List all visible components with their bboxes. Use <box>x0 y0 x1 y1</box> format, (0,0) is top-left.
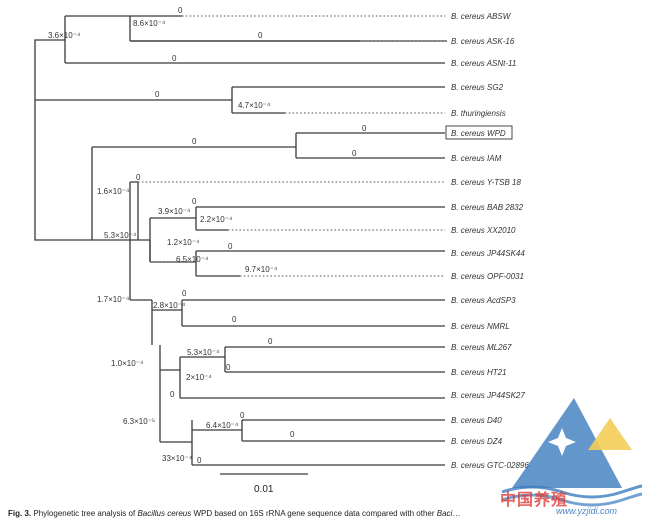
taxon-label-xx2010: B. cereus XX2010 <box>451 226 516 235</box>
branch-label: 4.7×10⁻⁴ <box>238 101 271 110</box>
branch-label: 2×10⁻⁴ <box>186 373 212 382</box>
branch-sg2-grp <box>35 86 445 114</box>
branch-label: 1.0×10⁻⁴ <box>111 359 144 368</box>
branch-label: 33×10⁻⁴ <box>162 454 193 463</box>
taxon-label-asnt11: B. cereus ASNt-11 <box>451 59 516 68</box>
branch-label: 6.3×10⁻⁵ <box>123 417 155 426</box>
highlight-box-wpd <box>445 125 513 140</box>
branch-label: 3.6×10⁻⁴ <box>48 31 81 40</box>
figure-caption: Fig. 3. Phylogenetic tree analysis of Ba… <box>8 508 648 519</box>
taxon-label-ask16: B. cereus ASK-16 <box>451 37 515 46</box>
branch-label: 6.4×10⁻⁴ <box>206 421 239 430</box>
branch-label: 0 <box>197 456 202 465</box>
branch-39-grp <box>149 206 445 263</box>
taxon-label-iam: B. cereus IAM <box>451 154 502 163</box>
branch-label: 0 <box>192 197 197 206</box>
branch-label: 1.2×10⁻⁴ <box>167 238 200 247</box>
branch-label: 9.7×10⁻⁴ <box>245 265 278 274</box>
branch-length-labels: 0 8.6×10⁻⁴ 0 3.6×10⁻⁴ 0 0 4.7×10⁻⁴ 0 0 0… <box>48 6 367 465</box>
branch-label: 0 <box>172 54 177 63</box>
scale-bar-label: 0.01 <box>254 484 274 495</box>
branch-root <box>34 39 92 241</box>
caption-organism-short: Baci <box>436 509 453 518</box>
taxon-labels: B. cereus ABSW B. cereus ASK-16 B. cereus … <box>451 12 529 470</box>
tree-branches <box>34 15 447 466</box>
branch-label: 0 <box>240 411 245 420</box>
branch-label: 3.9×10⁻⁴ <box>158 207 191 216</box>
watermark-text: 中国养殖 <box>500 492 569 509</box>
branch-label: 0 <box>170 390 175 399</box>
taxon-label-absw: B. cereus ABSW <box>451 12 512 21</box>
branch-lower2 <box>129 181 152 301</box>
branch-label: 0 <box>268 337 273 346</box>
scale-bar: 0.01 <box>220 473 308 495</box>
branch-label: 0 <box>362 124 367 133</box>
branch-label: 5.3×10⁻⁴ <box>187 348 220 357</box>
branch-label: 0 <box>290 430 295 439</box>
branch-label: 0 <box>155 90 160 99</box>
caption-text-after: WPD based on 16S rRNA gene sequence data… <box>193 509 435 518</box>
taxon-label-wpd: B. cereus WPD <box>451 129 506 138</box>
phylogenetic-tree: 0 8.6×10⁻⁴ 0 3.6×10⁻⁴ 0 0 4.7×10⁻⁴ 0 0 0… <box>34 6 529 495</box>
branch-label: 0 <box>228 242 233 251</box>
branch-label: 0 <box>178 6 183 15</box>
watermark-logo-icon <box>501 398 642 507</box>
branch-12-grp <box>149 240 445 277</box>
caption-tail: … <box>452 509 461 518</box>
taxon-label-bab2832: B. cereus BAB 2832 <box>451 203 524 212</box>
watermark-url: www.yzjidi.com <box>556 506 618 516</box>
branch-label: 0 <box>232 315 237 324</box>
branch-label: 0 <box>182 289 187 298</box>
branch-label: 2.2×10⁻⁴ <box>200 215 233 224</box>
taxon-label-ytsb18: B. cereus Y-TSB 18 <box>451 178 522 187</box>
branch-wpd-grp <box>91 132 445 240</box>
taxon-label-opf0031: B. cereus OPF-0031 <box>451 272 524 281</box>
taxon-label-sg2: B. cereus SG2 <box>451 83 504 92</box>
caption-fig-label: Fig. 3. <box>8 509 32 518</box>
taxon-label-ht21: B. cereus HT21 <box>451 368 507 377</box>
branch-top-cluster <box>64 15 445 64</box>
tip-guides <box>138 15 445 277</box>
branch-28-grp <box>151 299 445 345</box>
caption-text-before: Phylogenetic tree analysis of <box>33 509 136 518</box>
branch-label: 1.6×10⁻⁴ <box>97 187 130 196</box>
taxon-label-d40: B. cereus D40 <box>451 416 502 425</box>
branch-label: 5.3×10⁻⁴ <box>104 231 137 240</box>
taxon-label-jp44sk27: B. cereus JP44SK27 <box>451 391 525 400</box>
branch-lower <box>92 239 150 241</box>
taxon-label-gtc02896: B. cereus GTC-02896 <box>451 461 529 470</box>
branch-label: 0 <box>226 363 231 372</box>
taxon-label-nmrl: B. cereus NMRL <box>451 322 510 331</box>
taxon-label-ml267: B. cereus ML267 <box>451 343 512 352</box>
branch-label: 6.5×10⁻⁴ <box>176 255 209 264</box>
caption-organism: Bacillus cereus <box>137 509 192 518</box>
branch-label: 0 <box>192 137 197 146</box>
branch-label: 0 <box>136 173 141 182</box>
taxon-label-jp44sk44: B. cereus JP44SK44 <box>451 249 525 258</box>
branch-label: 0 <box>258 31 263 40</box>
branch-label: 2.8×10⁻⁴ <box>153 301 186 310</box>
branch-10-grp <box>159 345 445 420</box>
taxon-label-thur: B. thuringiensis <box>451 109 506 118</box>
taxon-label-acdsp3: B. cereus AcdSP3 <box>451 296 516 305</box>
branch-label: 1.7×10⁻⁴ <box>97 295 130 304</box>
branch-63-grp <box>159 419 445 466</box>
taxon-label-dz4: B. cereus DZ4 <box>451 437 503 446</box>
branch-label: 8.6×10⁻⁴ <box>133 19 166 28</box>
branch-label: 0 <box>352 149 357 158</box>
